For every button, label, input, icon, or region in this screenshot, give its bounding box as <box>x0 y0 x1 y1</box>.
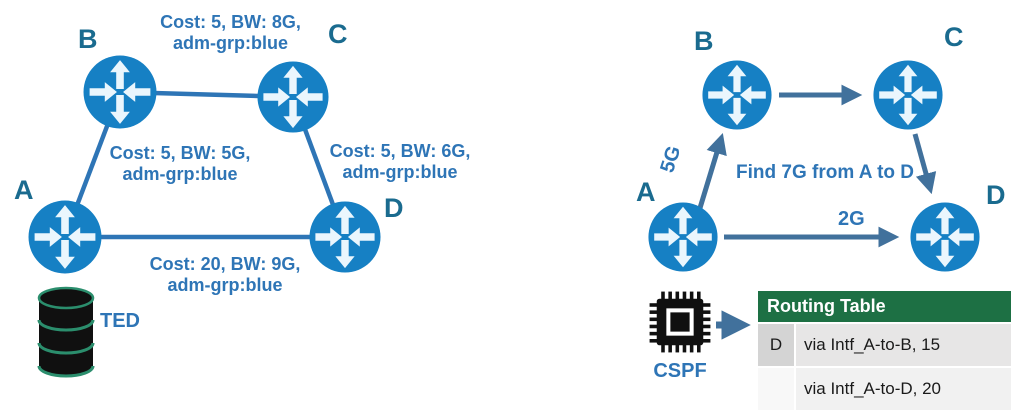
link-label-c-d: Cost: 5, BW: 6G, adm-grp:blue <box>305 141 495 183</box>
router-node-b-left <box>82 54 158 130</box>
link-label-line2: adm-grp:blue <box>122 164 238 184</box>
link-label-a-b: Cost: 5, BW: 5G, adm-grp:blue <box>85 143 275 185</box>
link-label-line2: adm-grp:blue <box>173 33 288 53</box>
instruction-text: Find 7G from A to D <box>736 162 915 183</box>
routing-table: Routing Table D via Intf_A-to-B, 15 via … <box>758 291 1011 410</box>
link-label-line1: Cost: 20, BW: 9G, <box>149 254 301 274</box>
bandwidth-label-a-b: 5G <box>656 143 686 176</box>
router-arrows-icon <box>315 205 375 269</box>
link-label-line1: Cost: 5, BW: 5G, <box>109 143 251 163</box>
cspf-label: CSPF <box>653 360 707 382</box>
node-label-d-left: D <box>384 193 404 223</box>
node-label-b-left: B <box>78 24 98 54</box>
router-arrows-icon <box>263 65 323 129</box>
node-label-c-right: C <box>944 22 964 52</box>
arrow-a-to-b <box>697 132 727 209</box>
routing-table-title: Routing Table <box>758 291 1011 322</box>
node-label-b-right: B <box>694 26 714 56</box>
router-node-c-right <box>872 59 944 131</box>
routing-table-dest-cell: D <box>758 324 796 366</box>
routing-table-row: via Intf_A-to-D, 20 <box>758 366 1011 410</box>
router-node-b-right <box>701 59 773 131</box>
router-icon <box>910 202 980 272</box>
node-label-d-right: D <box>986 180 1006 210</box>
bandwidth-label-a-d: 2G <box>838 208 865 230</box>
routing-table-route-cell: via Intf_A-to-B, 15 <box>796 324 1011 366</box>
router-node-a-right <box>647 201 719 273</box>
router-arrows-icon <box>708 64 766 126</box>
arrow-c-to-d <box>912 133 937 195</box>
ted-database-icon <box>36 286 96 378</box>
router-icon <box>702 60 772 130</box>
link-label-line2: adm-grp:blue <box>167 275 283 295</box>
routing-table-route-cell: via Intf_A-to-D, 20 <box>796 368 1011 410</box>
router-arrows-icon <box>89 60 151 124</box>
database-icon <box>37 286 95 378</box>
cpu-icon <box>649 291 711 353</box>
link-label-a-d: Cost: 20, BW: 9G, adm-grp:blue <box>120 254 330 296</box>
routing-table-row: D via Intf_A-to-B, 15 <box>758 322 1011 366</box>
router-icon <box>28 200 102 274</box>
router-node-c-left <box>256 60 330 134</box>
router-node-d-right <box>909 201 981 273</box>
router-icon <box>257 61 329 133</box>
link-label-b-c: Cost: 5, BW: 8G, adm-grp:blue <box>128 12 333 54</box>
chip-pins <box>649 291 711 353</box>
router-icon <box>309 201 381 273</box>
link-label-line1: Cost: 5, BW: 6G, <box>329 141 471 161</box>
node-label-a-left: A <box>14 175 34 205</box>
router-arrows-icon <box>879 64 937 126</box>
cspf-chip-icon <box>646 288 714 356</box>
node-label-c-left: C <box>328 19 348 49</box>
router-icon <box>83 55 157 129</box>
router-icon <box>873 60 943 130</box>
ted-label: TED <box>100 310 140 332</box>
link-label-line1: Cost: 5, BW: 8G, <box>160 12 301 32</box>
router-node-a-left <box>27 199 103 275</box>
router-node-d-left <box>308 200 382 274</box>
router-arrows-icon <box>34 205 96 269</box>
link-label-line2: adm-grp:blue <box>342 162 458 182</box>
router-arrows-icon <box>916 206 974 268</box>
routing-table-dest-cell <box>758 368 796 410</box>
node-label-a-right: A <box>636 177 656 207</box>
router-arrows-icon <box>654 206 712 268</box>
router-icon <box>648 202 718 272</box>
